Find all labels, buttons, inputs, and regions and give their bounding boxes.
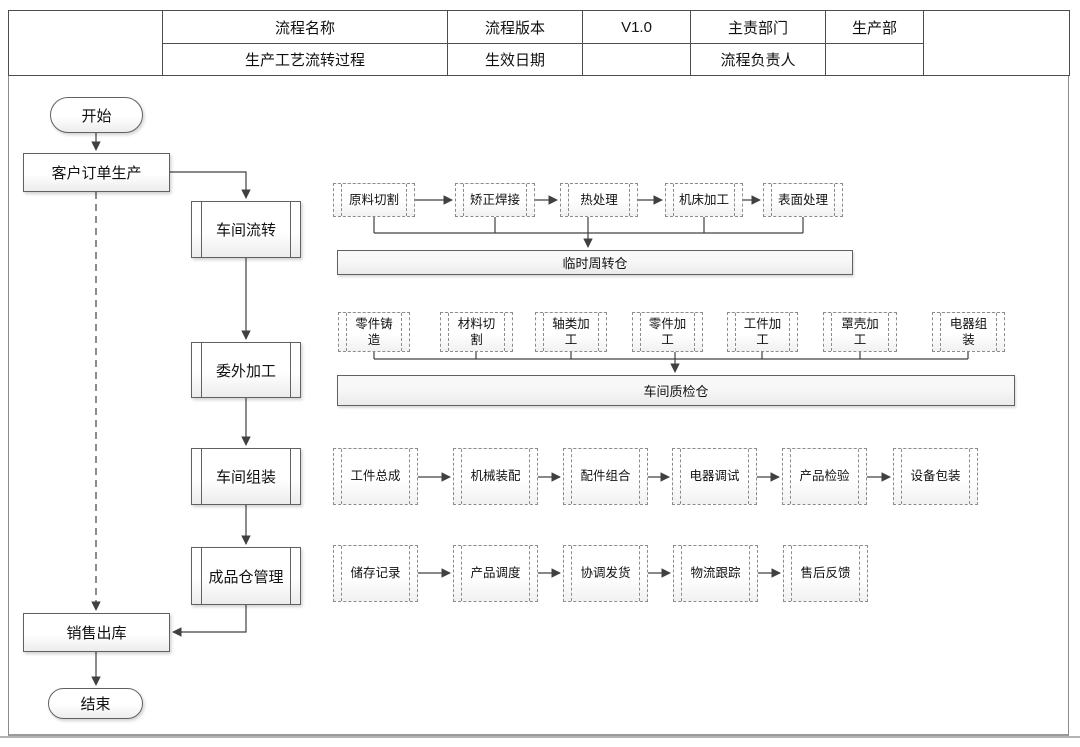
task-box: 矫正焊接 [455, 183, 535, 217]
task-label: 产品调度 [470, 566, 521, 581]
task-box: 材料切割 [440, 312, 513, 352]
task-box: 电器组装 [932, 312, 1005, 352]
task-box: 原料切割 [333, 183, 415, 217]
warehouse-quality-check: 车间质检仓 [337, 375, 1015, 406]
task-label: 轴类加工 [552, 316, 590, 347]
task-label: 材料切割 [457, 316, 496, 347]
header-cell-department-label: 主责部门 [690, 10, 826, 44]
task-label: 原料切割 [348, 192, 399, 207]
stage-finished-goods: 成品仓管理 [191, 547, 301, 605]
task-label: 产品检验 [799, 469, 850, 484]
task-label: 表面处理 [777, 192, 828, 207]
task-box: 配件组合 [563, 448, 648, 505]
task-label: 机床加工 [678, 192, 729, 207]
end-node: 结束 [48, 688, 143, 719]
task-label: 售后反馈 [800, 566, 851, 581]
header-cell-department-value: 生产部 [825, 10, 924, 44]
header-cell-effective-date-value [582, 43, 691, 76]
task-label: 罩壳加工 [841, 316, 879, 347]
task-box: 储存记录 [333, 545, 418, 602]
task-box: 协调发货 [563, 545, 648, 602]
frame-bottom-line [0, 736, 1080, 738]
task-label: 协调发货 [580, 566, 631, 581]
header-cell-empty-right [923, 10, 1070, 76]
task-box: 设备包装 [893, 448, 978, 505]
task-box: 罩壳加工 [823, 312, 897, 352]
task-label: 物流跟踪 [690, 566, 741, 581]
task-label: 电器组装 [949, 316, 988, 347]
task-box: 售后反馈 [783, 545, 868, 602]
task-label: 工件总成 [350, 469, 401, 484]
task-box: 产品调度 [453, 545, 538, 602]
task-box: 热处理 [560, 183, 638, 217]
task-label: 工件加工 [743, 316, 782, 347]
task-box: 表面处理 [763, 183, 843, 217]
task-box: 工件总成 [333, 448, 418, 505]
stage-workshop-flow: 车间流转 [191, 201, 301, 258]
header-cell-version-label: 流程版本 [447, 10, 583, 44]
task-box: 零件加工 [632, 312, 703, 352]
start-node: 开始 [50, 97, 143, 133]
task-label: 电器调试 [689, 469, 740, 484]
header-cell-process-name-value: 生产工艺流转过程 [162, 43, 448, 76]
sales-outbound-node: 销售出库 [23, 613, 170, 652]
task-label: 零件铸造 [355, 316, 393, 347]
warehouse-temp-transfer: 临时周转仓 [337, 250, 853, 275]
customer-order-node: 客户订单生产 [23, 153, 170, 192]
task-box: 零件铸造 [338, 312, 410, 352]
stage-outsourcing: 委外加工 [191, 342, 301, 398]
stage-workshop-assembly: 车间组装 [191, 448, 301, 505]
task-label: 零件加工 [648, 316, 687, 347]
task-box: 轴类加工 [535, 312, 607, 352]
header-cell-owner-value [825, 43, 924, 76]
task-label: 配件组合 [580, 469, 631, 484]
task-label: 矫正焊接 [469, 192, 520, 207]
task-label: 机械装配 [470, 469, 521, 484]
task-box: 机械装配 [453, 448, 538, 505]
task-box: 产品检验 [782, 448, 867, 505]
task-box: 物流跟踪 [673, 545, 758, 602]
task-label: 储存记录 [350, 566, 401, 581]
header-cell-effective-date-label: 生效日期 [447, 43, 583, 76]
task-label: 热处理 [580, 192, 618, 207]
task-box: 电器调试 [672, 448, 757, 505]
task-box: 工件加工 [727, 312, 798, 352]
task-box: 机床加工 [665, 183, 743, 217]
task-label: 设备包装 [910, 469, 961, 484]
